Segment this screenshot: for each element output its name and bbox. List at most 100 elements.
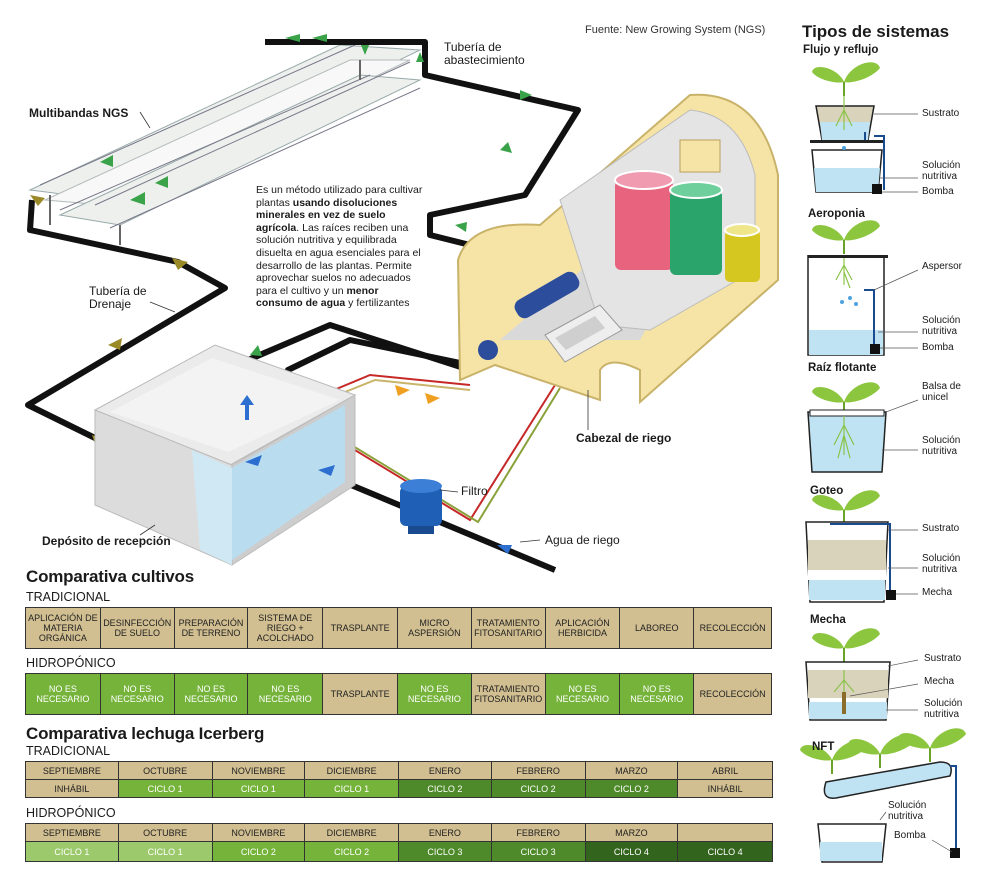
reception-tank-label: Depósito de recepción <box>42 534 171 548</box>
nft-title: NFT <box>812 741 835 753</box>
aeroponics-diagram <box>807 219 888 356</box>
crop-step: NO ES NECESARIO <box>248 674 324 714</box>
crop-step: LABOREO <box>620 608 695 648</box>
cycle-cell: CICLO 1 <box>212 780 306 797</box>
nft-label: Solución nutritiva <box>888 800 927 822</box>
crop-step: NO ES NECESARIO <box>545 674 621 714</box>
wick-title: Mecha <box>810 614 846 626</box>
month-cell <box>678 824 772 841</box>
supply-pipe-label: Tubería de abastecimiento <box>444 40 525 67</box>
wick-label: Mecha <box>924 676 955 687</box>
cycle-cell: CICLO 1 <box>118 842 213 861</box>
control-panel <box>544 304 623 363</box>
green-tank <box>669 181 723 275</box>
month-cell: SEPTIEMBRE <box>26 762 119 779</box>
cycle-cell: INHÁBIL <box>678 780 772 797</box>
crop-step: NO ES NECESARIO <box>174 674 249 714</box>
cycle-cell: INHÁBIL <box>26 780 119 797</box>
lettuce-hydroponic-label: HIDROPÓNICO <box>26 806 116 820</box>
description-part: y fertilizantes <box>345 297 410 310</box>
floating-raft-label: Balsa de unicel <box>922 381 961 403</box>
month-cell: MARZO <box>585 762 679 779</box>
cycle-cell: CICLO 2 <box>305 842 399 861</box>
cycle-cell: CICLO 1 <box>118 780 213 797</box>
filter-label: Filtro <box>461 484 488 498</box>
lettuce-hydroponic-months: SEPTIEMBRE OCTUBRE NOVIEMBRE DICIEMBRE E… <box>25 823 773 842</box>
hydroponic-system-illustration <box>25 34 779 573</box>
crops-traditional-row: APLICACIÓN DE MATERIA ORGÁNICA DESINFECC… <box>25 607 772 649</box>
aeroponics-title: Aeroponia <box>808 208 865 220</box>
lettuce-traditional-label: TRADICIONAL <box>26 744 111 758</box>
systems-title: Tipos de sistemas <box>802 22 950 41</box>
ebb-flow-title: Flujo y reflujo <box>803 44 879 56</box>
crop-step: TRASPLANTE <box>323 608 398 648</box>
month-cell: DICIEMBRE <box>305 824 399 841</box>
month-cell: ENERO <box>399 762 492 779</box>
multibands-label: Multibandas NGS <box>29 106 129 120</box>
crop-step: NO ES NECESARIO <box>26 674 101 714</box>
wick-label: Sustrato <box>924 653 962 664</box>
cycle-cell: CICLO 2 <box>399 780 492 797</box>
ebb-flow-diagram <box>810 61 885 194</box>
cycle-cell: CICLO 1 <box>305 780 399 797</box>
month-cell: MARZO <box>585 824 679 841</box>
crop-step: RECOLECCIÓN <box>694 608 771 648</box>
cycle-cell: CICLO 2 <box>212 842 306 861</box>
cycle-cell: CICLO 3 <box>399 842 492 861</box>
drain-pipe-label: Tubería de Drenaje <box>89 284 147 311</box>
wick-diagram <box>805 627 891 721</box>
pink-tank <box>614 170 674 270</box>
lettuce-hydroponic-cycles: CICLO 1 CICLO 1 CICLO 2 CICLO 2 CICLO 3 … <box>25 841 773 862</box>
crop-step: PREPARACIÓN DE TERRENO <box>174 608 249 648</box>
drip-title: Goteo <box>810 485 844 497</box>
crop-step: APLICACIÓN HERBICIDA <box>545 608 621 648</box>
floating-raft-diagram <box>807 381 887 473</box>
month-cell: NOVIEMBRE <box>212 824 306 841</box>
irrigation-water-label: Agua de riego <box>545 533 620 547</box>
month-cell: FEBRERO <box>491 762 586 779</box>
month-cell: ABRIL <box>678 762 772 779</box>
aeroponics-label: Aspersor <box>922 261 963 272</box>
floating-raft-label: Solución nutritiva <box>922 435 961 457</box>
nft-label: Bomba <box>894 830 926 841</box>
ebb-flow-label: Solución nutritiva <box>922 160 961 182</box>
cycle-cell: CICLO 4 <box>678 842 772 861</box>
source-note: Fuente: New Growing System (NGS) <box>585 24 766 36</box>
crops-hydroponic-label: HIDROPÓNICO <box>26 656 116 670</box>
crop-step: NO ES NECESARIO <box>620 674 695 714</box>
month-cell: FEBRERO <box>491 824 586 841</box>
crops-comparison-title: Comparativa cultivos <box>26 567 194 586</box>
aeroponics-label: Bomba <box>922 342 954 353</box>
crop-step: NO ES NECESARIO <box>100 674 175 714</box>
crop-step: RECOLECCIÓN <box>694 674 771 714</box>
hydroponics-description: Es un método utilizado para cultivar pla… <box>256 184 426 310</box>
month-cell: ENERO <box>399 824 492 841</box>
crop-step: SISTEMA DE RIEGO + ACOLCHADO <box>248 608 324 648</box>
crop-step: MICRO ASPERSIÓN <box>397 608 472 648</box>
description-part: Es un método utilizado para cultivar pla… <box>256 184 423 209</box>
month-cell: SEPTIEMBRE <box>26 824 119 841</box>
drip-label: Sustrato <box>922 523 960 534</box>
crop-step: NO ES NECESARIO <box>397 674 472 714</box>
irrigation-head-cabinet <box>456 93 779 405</box>
cycle-cell: CICLO 2 <box>585 780 679 797</box>
yellow-tank <box>724 223 760 282</box>
cycle-cell: CICLO 2 <box>491 780 586 797</box>
description-part: . Las raíces reciben una solución nutrit… <box>256 221 421 297</box>
floating-raft-title: Raíz flotante <box>808 362 877 374</box>
crop-step: APLICACIÓN DE MATERIA ORGÁNICA <box>26 608 101 648</box>
crop-step: TRATAMIENTO FITOSANITARIO <box>471 608 546 648</box>
nft-diagram <box>799 727 967 863</box>
crop-step: TRASPLANTE <box>323 674 398 714</box>
reception-tank <box>93 344 357 566</box>
drip-label: Solución nutritiva <box>922 553 961 575</box>
month-cell: OCTUBRE <box>118 762 213 779</box>
cycle-cell: CICLO 1 <box>26 842 119 861</box>
drip-label: Mecha <box>922 587 953 598</box>
blue-pump <box>478 271 580 360</box>
aeroponics-label: Solución nutritiva <box>922 315 961 337</box>
month-cell: DICIEMBRE <box>305 762 399 779</box>
filter <box>400 479 512 554</box>
ebb-flow-label: Sustrato <box>922 108 960 119</box>
multiband-greenhouse <box>28 44 422 245</box>
